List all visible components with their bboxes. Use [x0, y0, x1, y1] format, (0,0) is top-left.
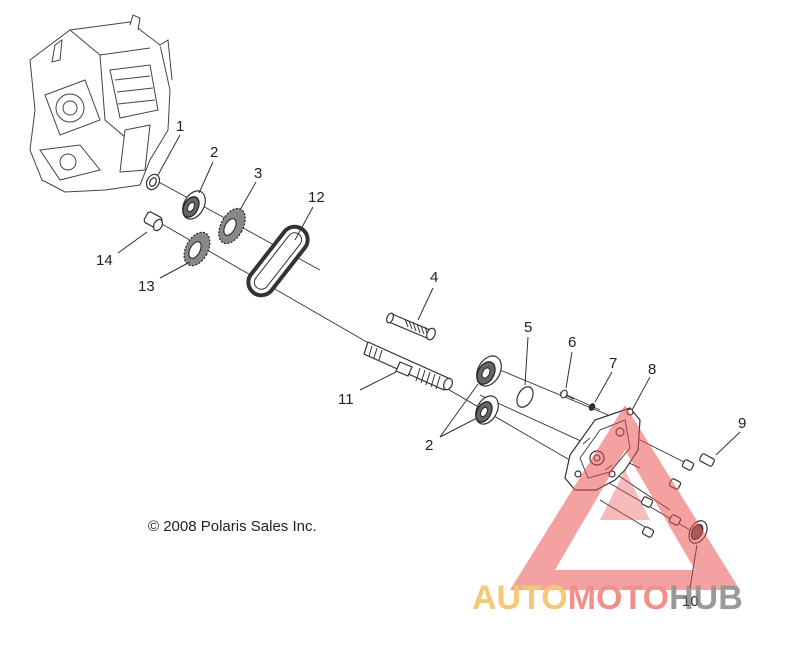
callout-11: 11: [338, 391, 354, 408]
callout-1: 1: [176, 118, 184, 135]
watermark-triangle: [510, 405, 740, 590]
copyright-notice: © 2008 Polaris Sales Inc.: [148, 518, 317, 535]
part-6-screw: [560, 389, 575, 400]
gearcase-reference-sketch: [29, 14, 173, 193]
callout-labels: 1 2 3 12 14 13 4 5 6 7 8 9 11 2 10: [96, 118, 746, 610]
part-2-bearing-lower-1: [476, 355, 502, 387]
callout-13: 13: [138, 278, 155, 295]
part-9-bolt-4: [640, 496, 654, 508]
callout-3: 3: [254, 165, 262, 182]
part-11-output-shaft: [363, 341, 453, 391]
part-2-bearing-lower-2: [475, 395, 499, 425]
callout-2-upper: 2: [210, 144, 218, 161]
callout-4: 4: [430, 269, 438, 286]
part-7-seal: [588, 403, 596, 411]
svg-text:AUTOMOTOHUB: AUTOMOTOHUB: [472, 579, 743, 617]
callout-8: 8: [648, 361, 656, 378]
watermark-hub: HUB: [669, 579, 743, 617]
part-5-washer: [516, 386, 534, 408]
part-13-gear: [183, 231, 211, 267]
callout-2-lower: 2: [425, 437, 433, 454]
callout-10: 10: [682, 593, 699, 610]
part-2-bearing-upper: [182, 190, 206, 220]
callout-12: 12: [308, 189, 325, 206]
part-9-bolt-1: [699, 453, 715, 467]
part-12-chain: [246, 224, 310, 298]
part-9-bolt-2: [681, 459, 695, 471]
part-9-bolt-6: [641, 526, 655, 538]
part-1-washer: [145, 173, 161, 191]
watermark-auto: AUTO: [472, 579, 568, 617]
watermark-moto: MOTO: [568, 579, 669, 617]
callout-9: 9: [738, 415, 746, 432]
callout-7: 7: [609, 355, 617, 372]
automotohub-watermark: AUTOMOTOHUB: [472, 405, 743, 617]
callout-5: 5: [524, 319, 532, 336]
callout-14: 14: [96, 252, 113, 269]
part-4-splined-shaft: [386, 312, 436, 341]
callout-6: 6: [568, 334, 576, 351]
part-3-gear: [218, 207, 246, 245]
part-14-bushing: [143, 211, 164, 232]
